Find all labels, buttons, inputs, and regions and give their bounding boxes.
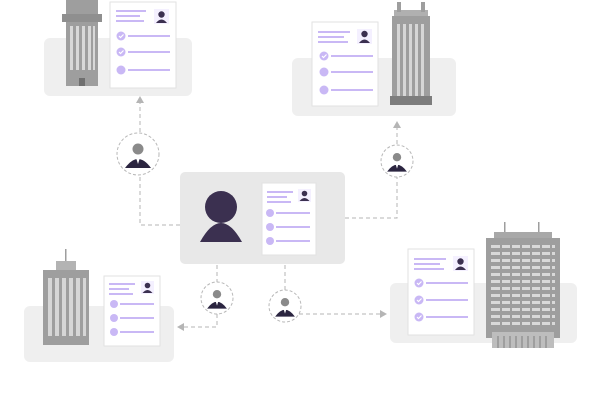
- office-building-icon: [486, 222, 560, 348]
- employee-avatar-icon[interactable]: [268, 289, 302, 323]
- office-building-icon: [62, 0, 102, 86]
- check-circle-icon: [414, 312, 424, 322]
- candidate-profile-icon: [357, 29, 372, 44]
- office-building-icon: [43, 249, 89, 345]
- employee-avatar-icon[interactable]: [200, 281, 234, 315]
- check-circle-icon: [414, 295, 424, 305]
- candidate-profile-icon: [141, 281, 154, 294]
- employee-avatar-icon[interactable]: [380, 144, 414, 178]
- connector-arrowheads: [136, 96, 401, 331]
- employee-avatar-icon[interactable]: [116, 132, 160, 176]
- office-building-icon: [390, 2, 432, 105]
- candidate-profile-icon: [154, 9, 169, 24]
- company-top-left: [44, 0, 192, 96]
- resume-card[interactable]: [103, 275, 161, 347]
- candidate-center: [180, 172, 345, 264]
- check-circle-icon: [414, 278, 424, 288]
- resume-card[interactable]: [261, 182, 317, 256]
- company-bottom-right: [390, 222, 577, 348]
- company-bottom-left: [24, 249, 174, 362]
- resume-card[interactable]: [109, 1, 177, 89]
- company-top-right: [292, 2, 456, 116]
- employee-avatar-icons: [116, 132, 414, 323]
- candidate-profile-icon: [200, 191, 242, 242]
- resume-card[interactable]: [311, 21, 379, 107]
- candidate-profile-icon: [453, 256, 468, 271]
- check-circle-icon: [319, 51, 329, 61]
- resume-card[interactable]: [407, 248, 475, 336]
- check-circle-icon: [116, 31, 126, 41]
- check-circle-icon: [116, 47, 126, 57]
- candidate-profile-icon: [298, 189, 311, 202]
